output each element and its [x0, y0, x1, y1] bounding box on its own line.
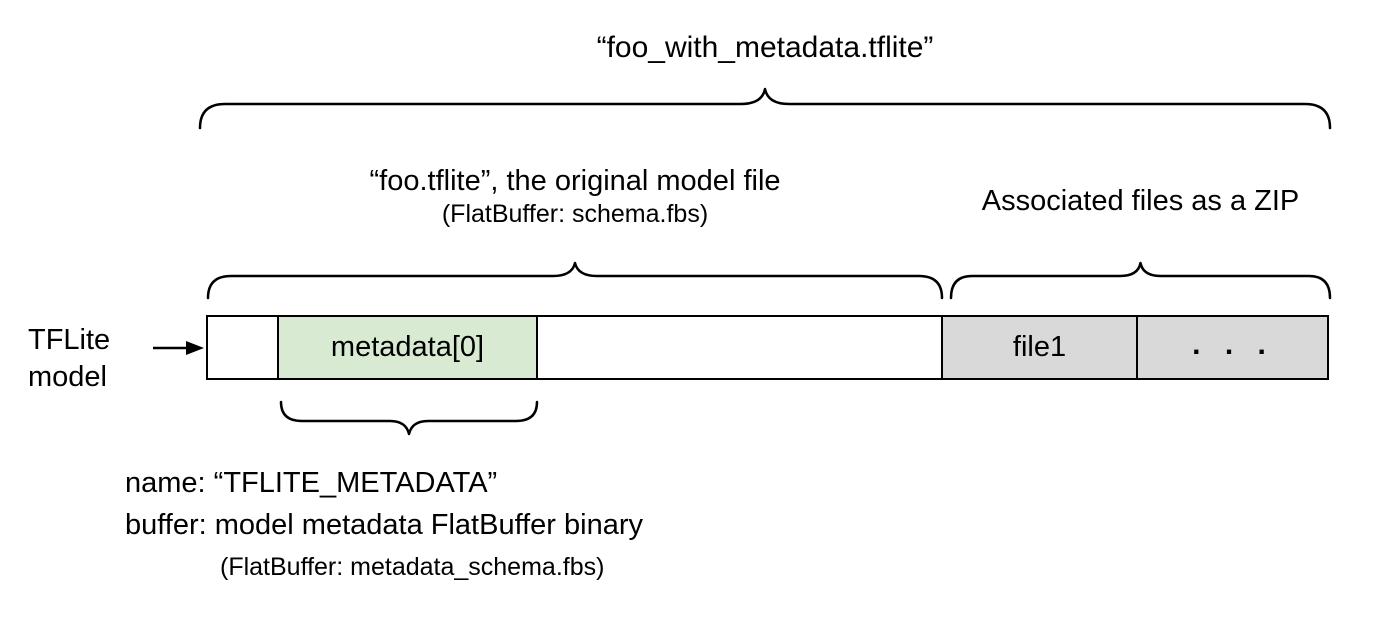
bar-segment-model-header — [208, 317, 279, 378]
bar-segment-model-body — [538, 317, 943, 378]
model-file-bar: metadata[0] file1 . . . — [206, 315, 1329, 380]
original-model-section-label: “foo.tflite”, the original model file (F… — [205, 163, 945, 230]
file1-label: file1 — [1012, 331, 1067, 363]
metadata-entry-note: name: “TFLITE_METADATA” buffer: model me… — [125, 462, 643, 585]
bar-segment-more-files: . . . — [1138, 317, 1327, 378]
original-model-label: “foo.tflite”, the original model file — [369, 165, 781, 197]
brace-original-model — [206, 261, 944, 300]
brace-associated-files — [949, 261, 1332, 300]
associated-files-label: Associated files as a ZIP — [981, 185, 1300, 217]
brace-metadata-entry — [279, 400, 539, 436]
tflite-model-label-line1: TFLite — [28, 324, 111, 356]
arrow-icon — [153, 341, 204, 355]
metadata-buffer-line: buffer: model metadata FlatBuffer binary — [125, 509, 643, 541]
tflite-model-label: TFLite model — [28, 322, 110, 396]
bar-segment-file1: file1 — [943, 317, 1138, 378]
metadata0-label: metadata[0] — [330, 331, 485, 363]
metadata-name-line: name: “TFLITE_METADATA” — [125, 467, 498, 499]
ellipsis-label: . . . — [1192, 327, 1273, 361]
metadata-schema-line: (FlatBuffer: metadata_schema.fbs) — [220, 553, 605, 581]
brace-top-whole-file — [198, 87, 1332, 130]
schema-sublabel: (FlatBuffer: schema.fbs) — [441, 200, 709, 228]
bar-segment-metadata0: metadata[0] — [279, 317, 538, 378]
tflite-model-label-line2: model — [28, 361, 107, 393]
file-title: “foo_with_metadata.tflite” — [596, 31, 934, 64]
